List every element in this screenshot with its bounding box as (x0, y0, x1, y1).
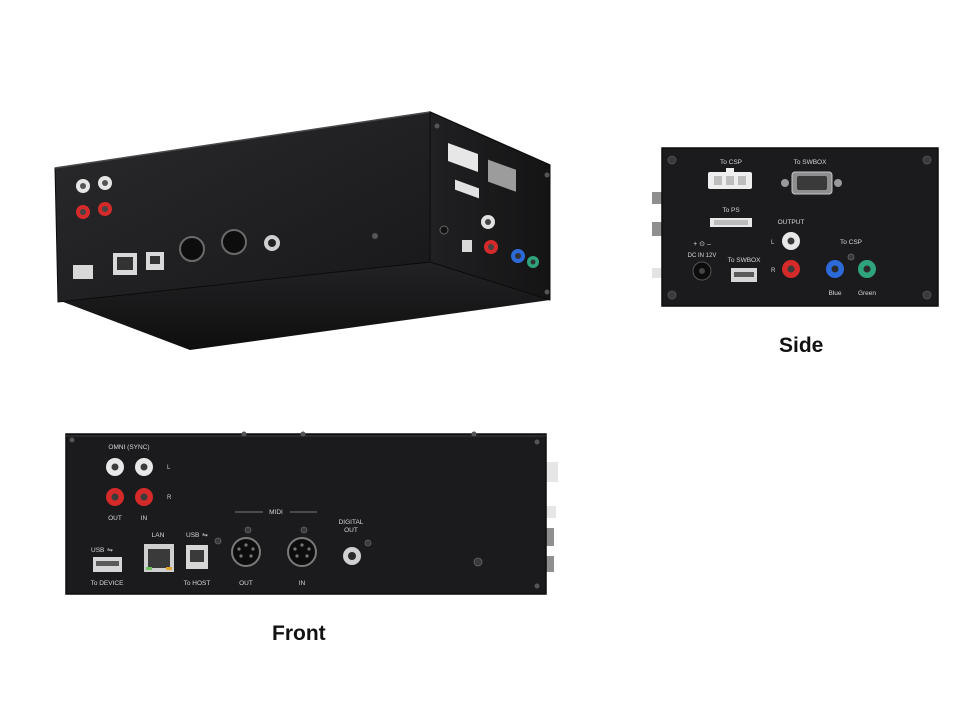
perspective-front-connectors (73, 176, 378, 279)
front-midi-out-port (231, 537, 261, 567)
side-to-ps-label: To PS (722, 207, 740, 214)
front-midi-label: MIDI (269, 509, 283, 516)
front-midi-in-label: IN (299, 580, 306, 587)
csp-connector (708, 168, 752, 189)
side-output-r-label: R (771, 268, 776, 274)
side-to-csp-video-label: To CSP (840, 239, 862, 246)
side-output-l-label: L (771, 240, 775, 246)
front-l-label: L (167, 465, 171, 471)
usb-icon: ⇋ (107, 547, 113, 554)
side-blue-label: Blue (828, 290, 841, 297)
front-midi-out-label: OUT (239, 580, 253, 587)
perspective-side-connectors (434, 123, 550, 295)
front-r-label: R (167, 495, 172, 501)
front-midi-in-port (287, 537, 317, 567)
front-lan-label: LAN (152, 532, 165, 539)
side-to-csp-label: To CSP (720, 159, 742, 166)
front-rca-out-label: OUT (108, 515, 122, 522)
front-omni-label: OMNI (SYNC) (108, 444, 149, 451)
front-usb-device-label: USB (91, 547, 104, 554)
side-to-swbox-usb-label: To SWBOX (728, 257, 762, 264)
ps-connector (710, 218, 752, 227)
side-green-label: Green (858, 290, 876, 297)
swbox-dsub-connector (781, 171, 842, 195)
side-dc-in-label: DC IN 12V (688, 253, 717, 259)
front-to-host-label: To HOST (184, 580, 211, 587)
front-view-panel: OMNI (SYNC) L R OUT IN USB ⇋ To DEVICE L… (65, 431, 558, 595)
front-view-label: Front (272, 622, 326, 645)
side-to-swbox-label: To SWBOX (794, 159, 828, 166)
svg-text:+ ⊙ –: + ⊙ – (693, 241, 711, 248)
front-digital-label: DIGITAL (339, 519, 364, 526)
side-output-label: OUTPUT (778, 219, 805, 226)
front-rca-in-label: IN (141, 515, 148, 522)
front-digital-out-label: OUT (344, 527, 358, 534)
usb-icon: ⇋ (202, 532, 208, 539)
front-usb-host-label: USB (186, 532, 199, 539)
side-view-panel: To CSP To SWBOX To PS OUTPUT L R DC IN 1… (652, 147, 939, 307)
front-to-device-label: To DEVICE (91, 580, 125, 587)
side-view-label: Side (779, 334, 824, 357)
